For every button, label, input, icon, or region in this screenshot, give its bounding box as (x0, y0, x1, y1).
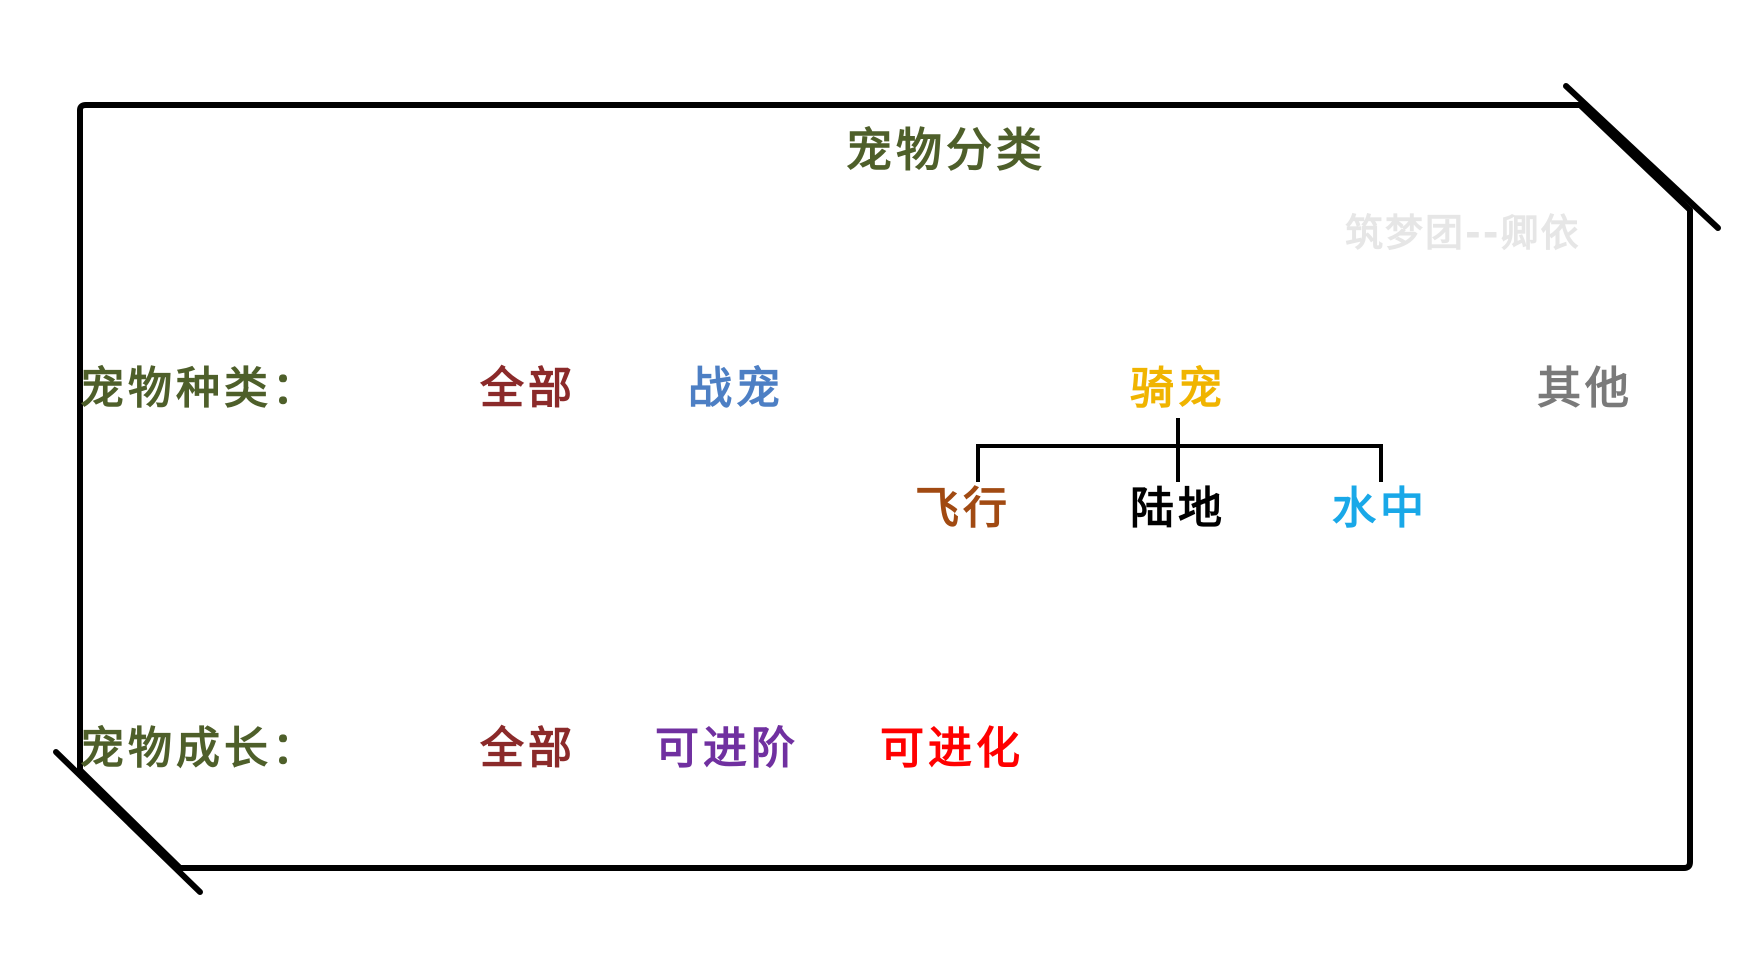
pet-type-option-other[interactable]: 其他 (1537, 363, 1633, 414)
pet-type-option-mount[interactable]: 骑宠 (1130, 363, 1226, 414)
mount-subtype-flying[interactable]: 飞行 (915, 483, 1011, 534)
mount-subtype-water[interactable]: 水中 (1332, 483, 1428, 534)
diagram-title: 宠物分类 (846, 123, 1046, 177)
pet-growth-option-all[interactable]: 全部 (480, 723, 576, 774)
watermark-text: 筑梦团--卿依 (1345, 211, 1581, 255)
mount-subtype-land[interactable]: 陆地 (1130, 483, 1226, 534)
pet-growth-option-evolve[interactable]: 可进化 (880, 723, 1024, 774)
pet-type-option-battle[interactable]: 战宠 (688, 363, 784, 414)
pet-growth-label: 宠物成长： (80, 723, 320, 774)
pet-type-option-all[interactable]: 全部 (480, 363, 576, 414)
pet-growth-option-advance[interactable]: 可进阶 (655, 723, 799, 774)
pet-type-label: 宠物种类： (80, 363, 320, 414)
